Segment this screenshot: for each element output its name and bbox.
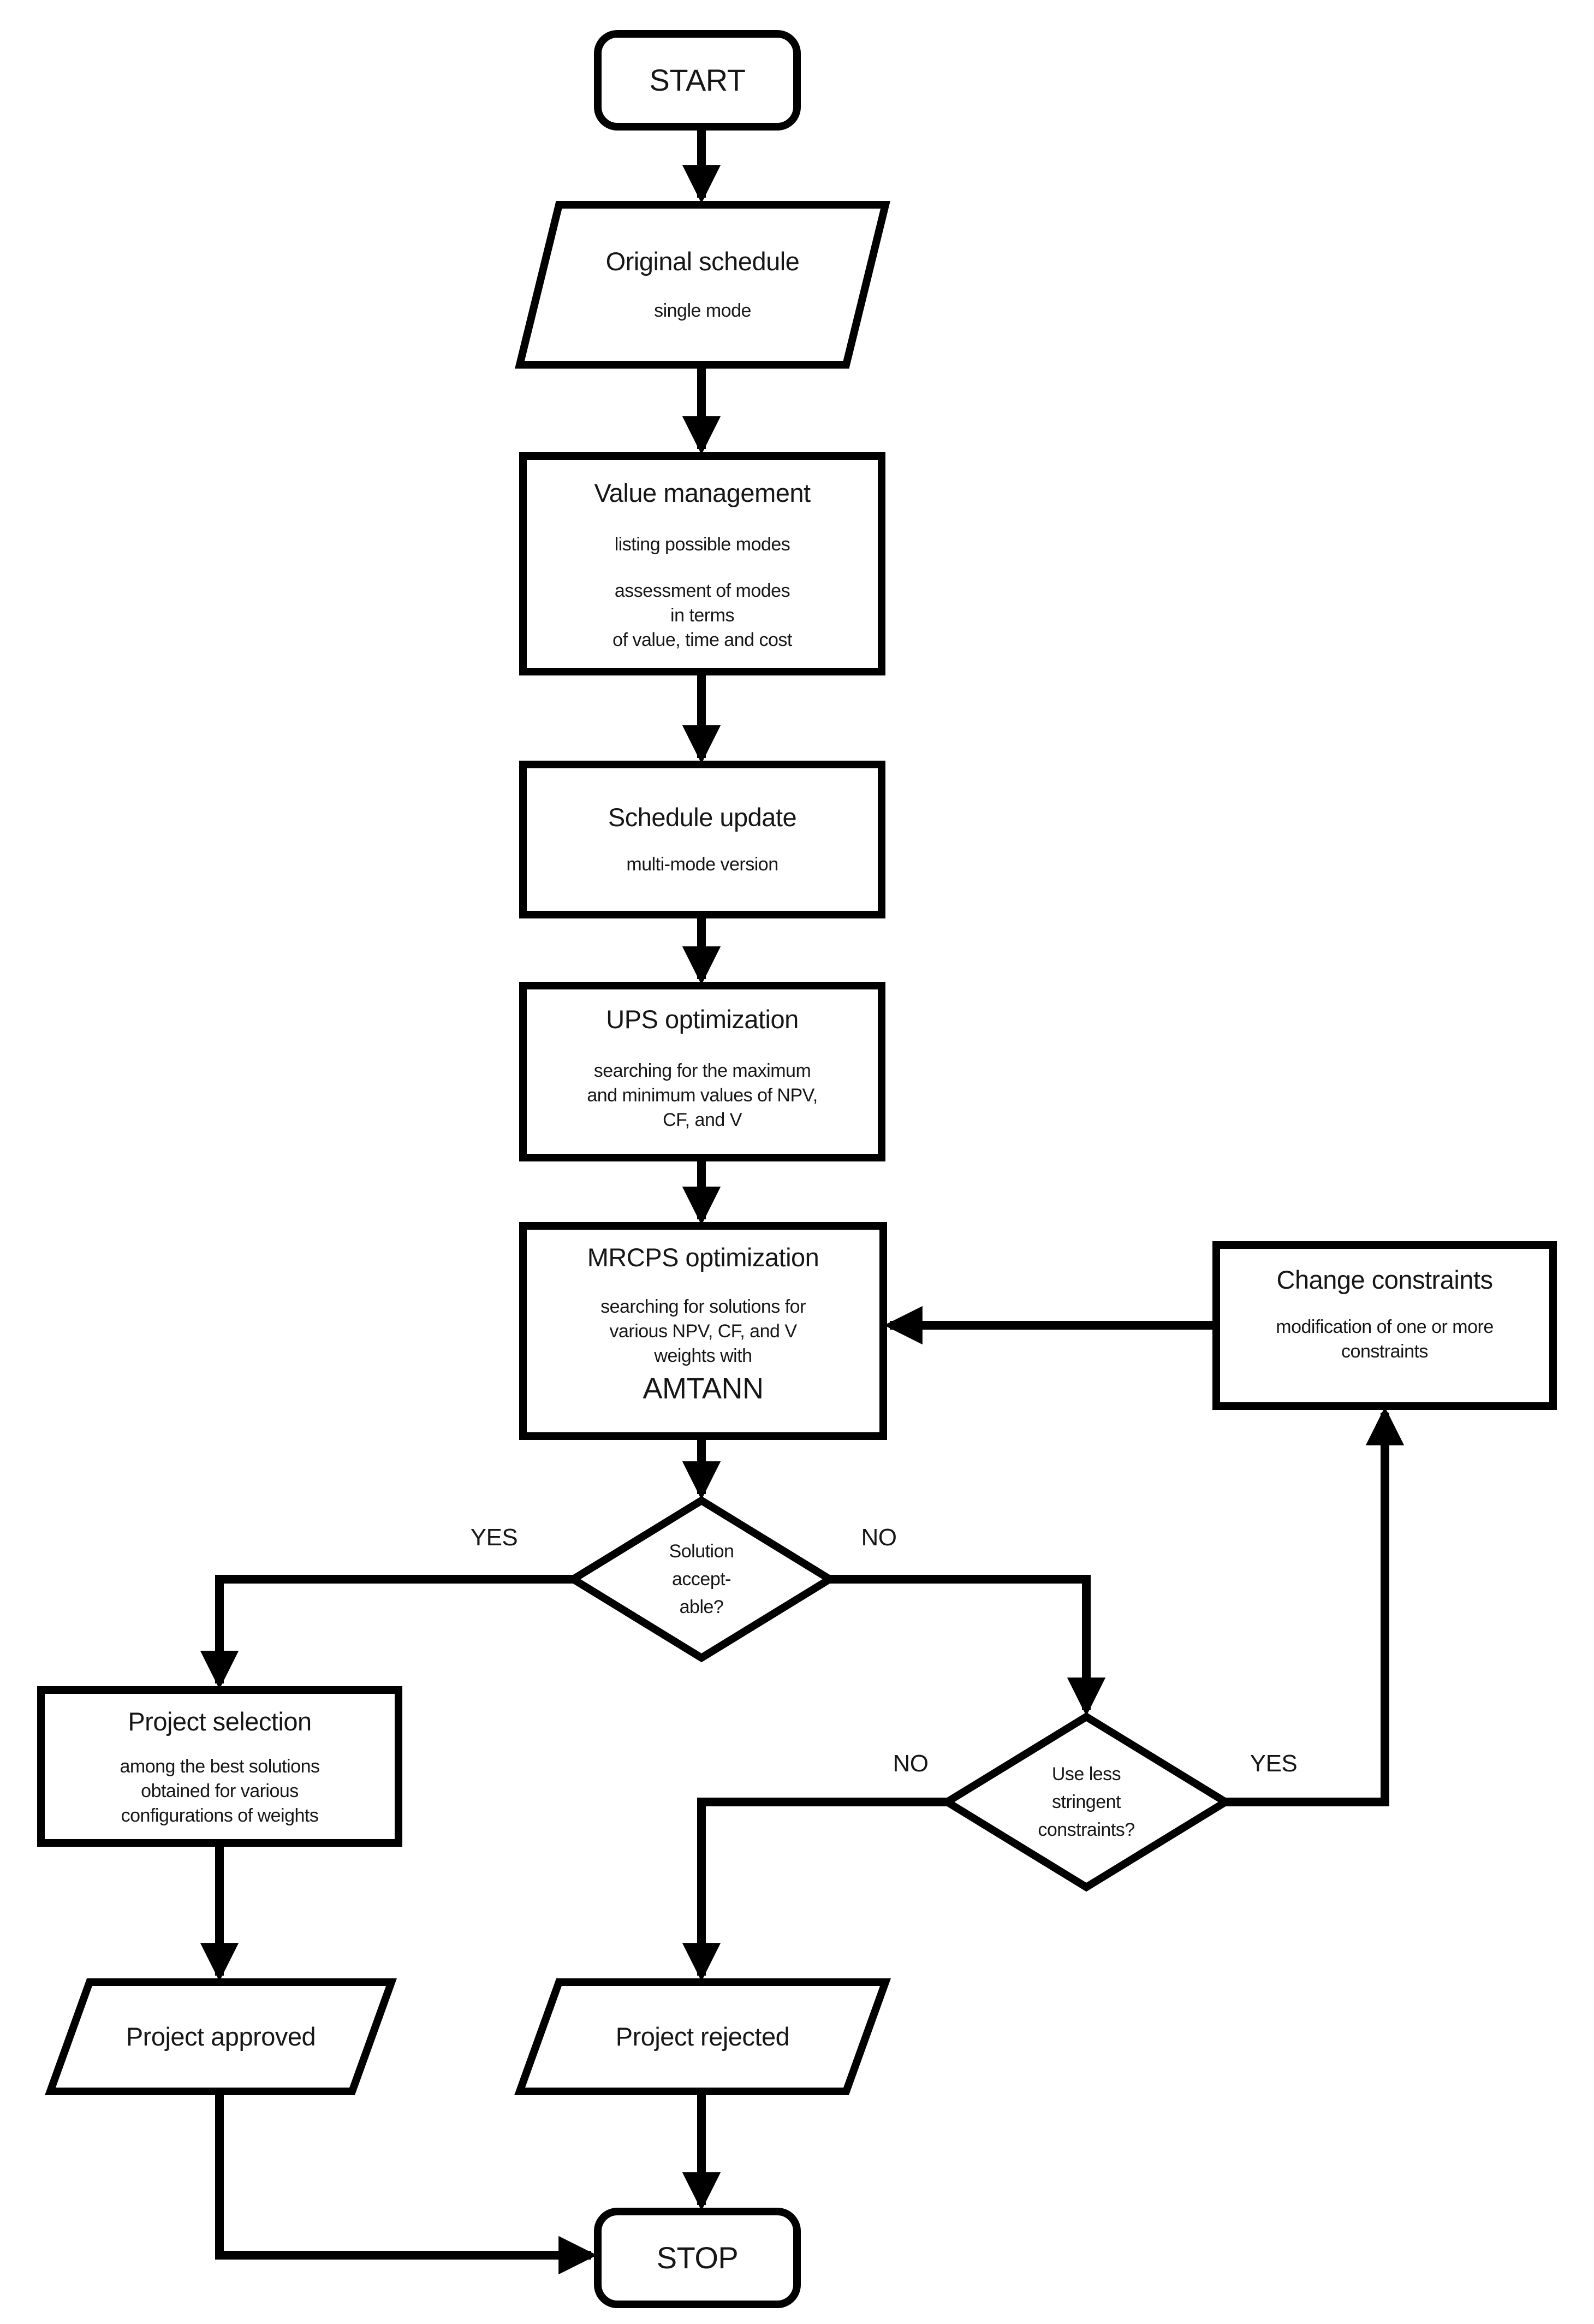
edge-stringent-yes-to-change-constraints [1226,1407,1405,1806]
change-constraints-process-shape [1212,1241,1557,1410]
use-less-stringent-decision-shape [939,1712,1233,1892]
schedule-update-process-shape [519,761,885,918]
edge-project-approved-to-stop [215,2090,597,2275]
start-terminator-shape [594,30,801,131]
stop-terminator-shape [594,2208,801,2308]
edge-stringent-no-to-project-rejected [682,1798,947,1982]
value-management-process-shape [519,452,885,675]
original-schedule-parallelogram-shape [515,201,890,369]
solution-acceptable-decision-shape [566,1496,837,1663]
edge-solution-no-to-use-less-stringent [830,1575,1106,1716]
project-rejected-parallelogram-shape [514,1978,891,2095]
project-selection-process-shape [37,1686,402,1847]
mrcps-optimization-process-shape [519,1222,887,1440]
project-approved-parallelogram-shape [45,1978,397,2095]
edge-solution-yes-to-project-selection [200,1575,573,1689]
ups-optimization-process-shape [519,982,885,1161]
